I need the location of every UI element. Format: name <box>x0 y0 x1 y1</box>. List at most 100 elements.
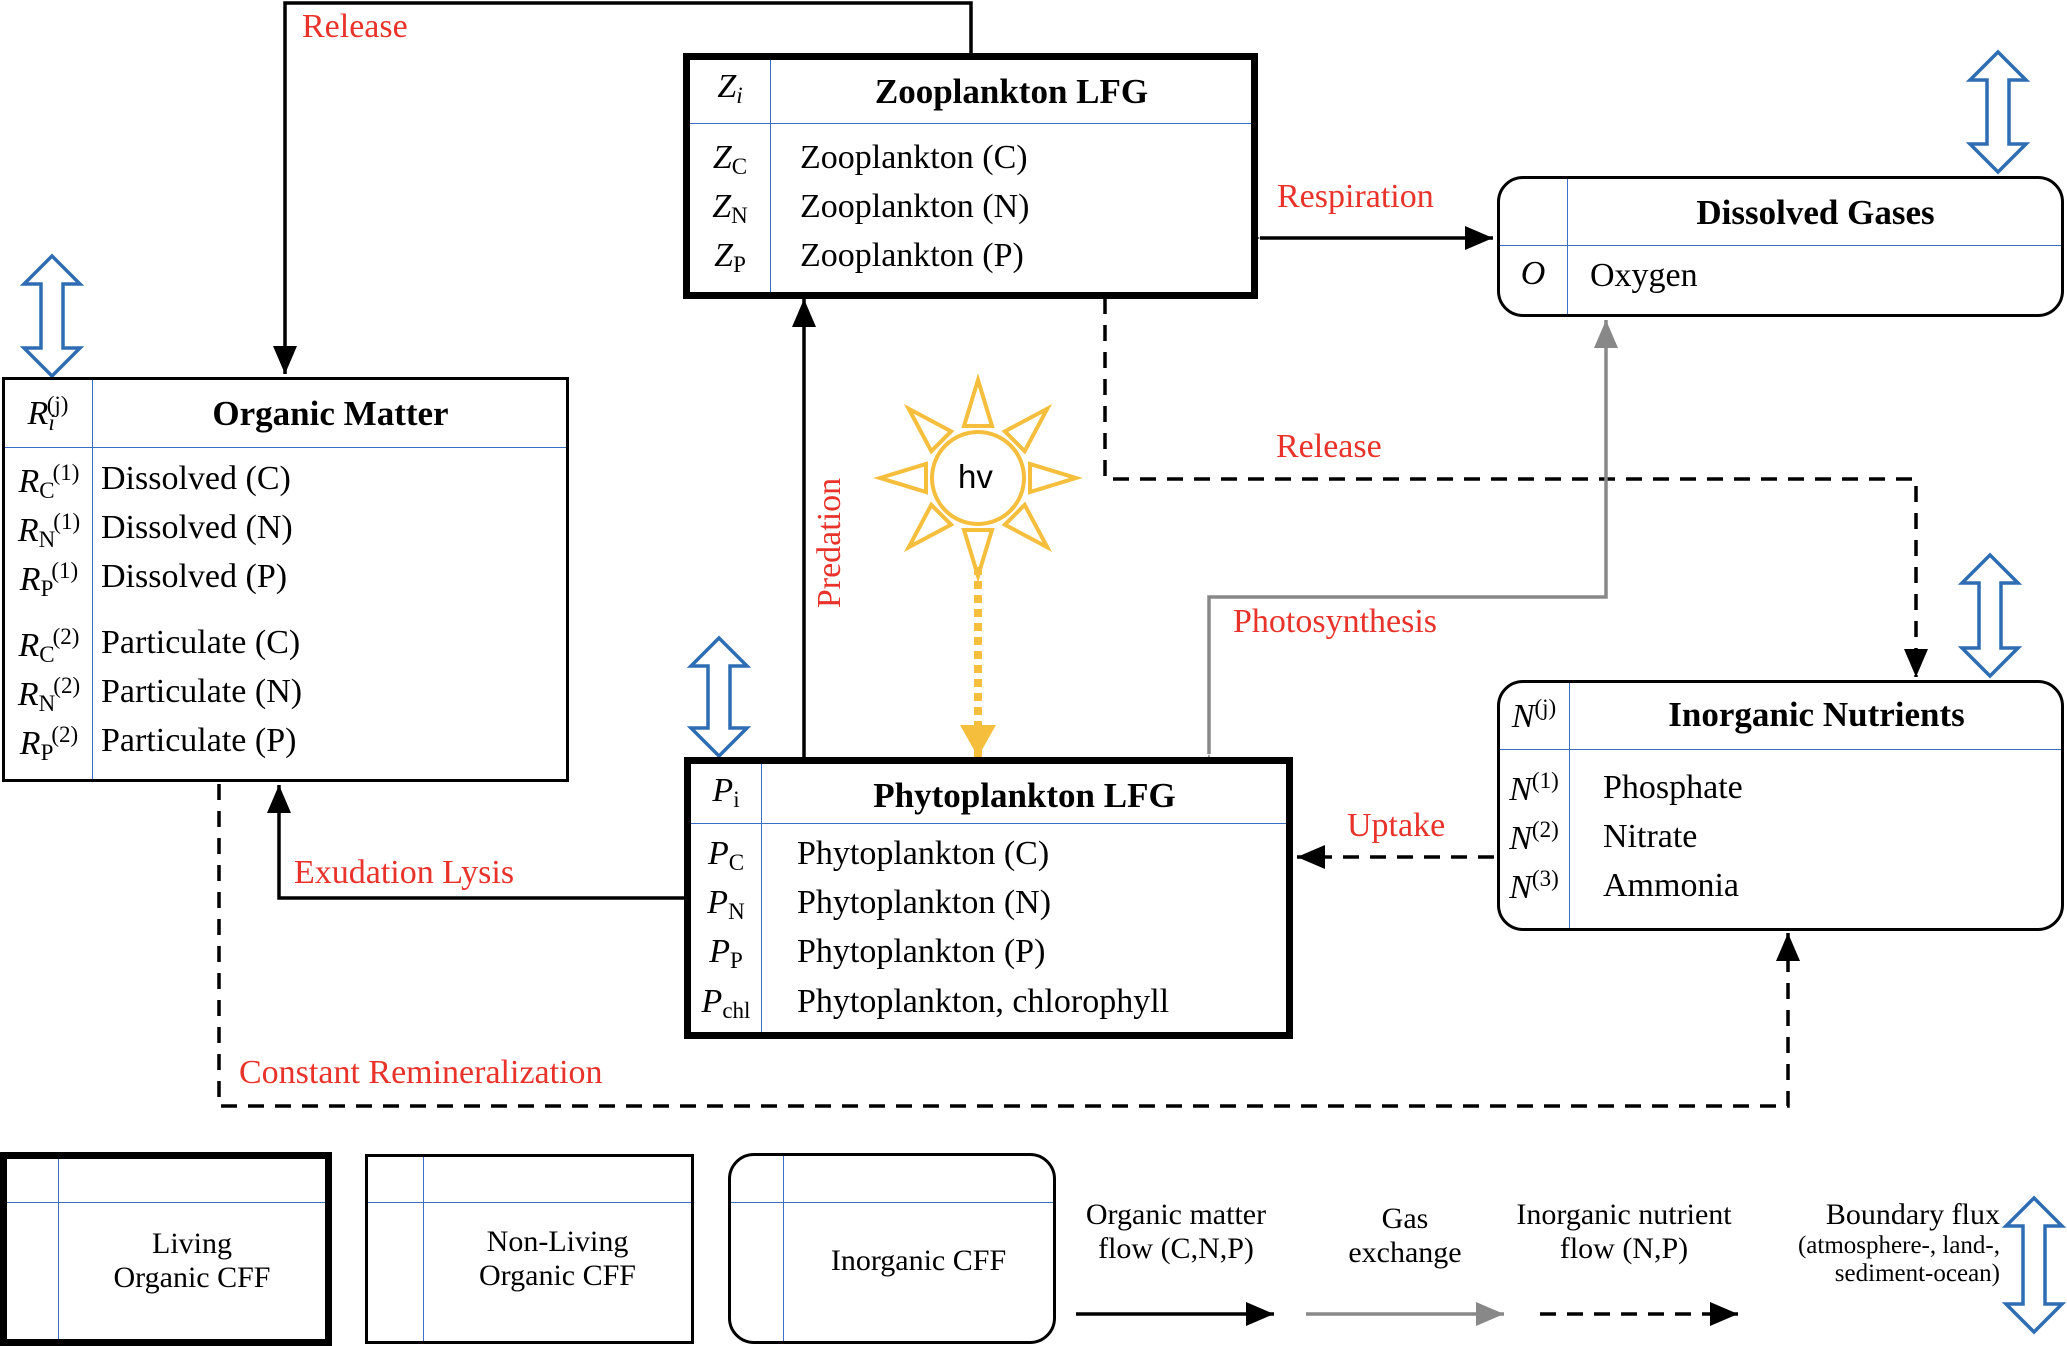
row-symbol: PP <box>709 933 743 973</box>
legend-inorganic-box: Inorganic CFF <box>728 1153 1056 1344</box>
row-symbol: ZN <box>712 188 748 228</box>
header-divider <box>690 123 1251 124</box>
row-label: Phytoplankton (N) <box>797 884 1052 921</box>
row-symbol: RC(1) <box>18 460 80 503</box>
column-divider <box>770 60 771 292</box>
column-divider <box>1567 179 1568 314</box>
header-divider <box>1500 749 2061 750</box>
header-divider <box>731 1202 1053 1203</box>
legend-inorganic-text: Inorganic CFF <box>830 1244 1007 1277</box>
legend-organic-flow-text: Organic matter flow (C,N,P) <box>1085 1198 1267 1265</box>
row-label: Zooplankton (C) <box>800 139 1028 176</box>
legend-nonliving-text: Non-Living Organic CFF <box>479 1225 636 1292</box>
row-label: Phytoplankton (P) <box>797 933 1046 970</box>
zooplankton-box[interactable]: Zi Zooplankton LFG ZC Zooplankton (C) ZN… <box>683 53 1258 299</box>
row-label: Dissolved (N) <box>101 509 293 546</box>
legend-living-box: Living Organic CFF <box>0 1152 332 1346</box>
boundary-flux-icon-inorganic-nutrients <box>1957 552 2023 679</box>
header-symbol: Ri(j) <box>27 392 69 435</box>
label-predation: Predation <box>811 477 848 609</box>
dissolved-gases-title: Dissolved Gases <box>1696 193 1935 232</box>
row-label: Phytoplankton (C) <box>797 835 1050 872</box>
sun-ray <box>961 528 995 583</box>
column-divider <box>58 1159 59 1339</box>
column-divider <box>92 380 93 779</box>
column-divider <box>423 1157 424 1341</box>
row-label: Dissolved (P) <box>101 558 288 595</box>
phytoplankton-title: Phytoplankton LFG <box>873 776 1176 815</box>
phytoplankton-box[interactable]: Pi Phytoplankton LFG PC Phytoplankton (C… <box>684 757 1293 1039</box>
boundary-flux-icon-organic-matter <box>19 253 85 379</box>
boundary-flux-icon-dissolved-gases <box>1965 49 2031 175</box>
header-divider <box>7 1202 325 1203</box>
sun-ray <box>1001 501 1053 553</box>
header-symbol: Zi <box>717 68 743 108</box>
legend-gas-exchange-text: Gas exchange <box>1348 1202 1462 1269</box>
row-symbol: Pchl <box>701 983 751 1023</box>
zooplankton-title: Zooplankton LFG <box>874 72 1149 111</box>
row-label: Dissolved (C) <box>101 460 291 497</box>
column-divider <box>783 1156 784 1341</box>
header-divider <box>5 447 566 448</box>
row-label: Phytoplankton, chlorophyll <box>797 983 1170 1020</box>
label-exudation-lysis: Exudation Lysis <box>294 854 515 891</box>
row-symbol: PN <box>707 884 745 924</box>
row-symbol: PC <box>707 835 745 875</box>
row-symbol: RN(2) <box>17 673 81 716</box>
row-symbol: ZP <box>714 237 746 277</box>
row-symbol: ZC <box>712 139 748 179</box>
organic-matter-box[interactable]: Ri(j) Organic Matter RC(1) Dissolved (C)… <box>2 377 569 782</box>
sun-ray <box>903 403 955 455</box>
label-uptake: Uptake <box>1347 807 1446 844</box>
row-label: Particulate (C) <box>101 624 301 661</box>
row-symbol: O <box>1520 255 1546 292</box>
boundary-flux-icons <box>19 49 2067 1335</box>
label-respiration: Respiration <box>1277 178 1434 215</box>
row-label: Zooplankton (N) <box>800 188 1030 225</box>
row-symbol: N(1) <box>1509 768 1559 808</box>
sun-ray <box>1028 461 1083 495</box>
row-label: Oxygen <box>1590 257 1698 294</box>
column-divider <box>1569 683 1570 928</box>
row-symbol: RN(1) <box>17 509 81 552</box>
boundary-flux-icon-legend <box>2001 1195 2067 1335</box>
organic-matter-title: Organic Matter <box>212 394 449 433</box>
header-symbol: Pi <box>712 772 740 812</box>
label-release-top: Release <box>302 8 408 45</box>
flow-exudation-lysis <box>267 785 685 900</box>
header-divider <box>368 1202 691 1203</box>
header-symbol: N(j) <box>1511 695 1557 735</box>
flow-release-zoo-to-om <box>273 1 973 374</box>
row-symbol: RC(2) <box>18 624 80 667</box>
row-label: Phosphate <box>1603 769 1743 806</box>
inorganic-nutrients-title: Inorganic Nutrients <box>1668 695 1965 734</box>
row-label: Nitrate <box>1603 818 1698 855</box>
legend-living-text: Living Organic CFF <box>113 1227 271 1294</box>
row-label: Zooplankton (P) <box>800 237 1024 274</box>
flow-remineralization <box>217 784 1800 1108</box>
flow-release-zoo-to-nutrients <box>1103 298 1928 677</box>
flow-photosynthesis <box>1197 320 1618 782</box>
sun-icon <box>873 373 1083 583</box>
row-symbol: RP(2) <box>19 722 79 765</box>
label-release-right: Release <box>1276 428 1382 465</box>
inorganic-nutrients-box[interactable]: N(j) Inorganic Nutrients N(1) Phosphate … <box>1497 680 2064 931</box>
legend-inorganic-flow-text: Inorganic nutrient flow (N,P) <box>1516 1198 1732 1265</box>
legend-nonliving-box: Non-Living Organic CFF <box>365 1154 694 1344</box>
sun-ray <box>873 461 928 495</box>
legend-boundary-flux-text: Boundary flux (atmosphere-, land-, sedim… <box>1797 1198 2000 1287</box>
row-label: Ammonia <box>1603 867 1739 904</box>
sun-ray <box>903 501 955 553</box>
row-label: Particulate (P) <box>101 722 297 759</box>
dissolved-gases-box[interactable]: Dissolved Gases O Oxygen <box>1497 176 2064 317</box>
sun-ray <box>1001 403 1053 455</box>
row-symbol: N(3) <box>1509 866 1559 906</box>
sun-ray <box>961 373 995 428</box>
label-remineralization: Constant Remineralization <box>239 1054 603 1091</box>
header-divider <box>1500 245 2061 246</box>
row-symbol: RP(1) <box>19 558 79 601</box>
boundary-flux-icon-phytoplankton <box>686 635 752 759</box>
row-symbol: N(2) <box>1509 817 1559 857</box>
label-photosynthesis: Photosynthesis <box>1233 603 1438 640</box>
